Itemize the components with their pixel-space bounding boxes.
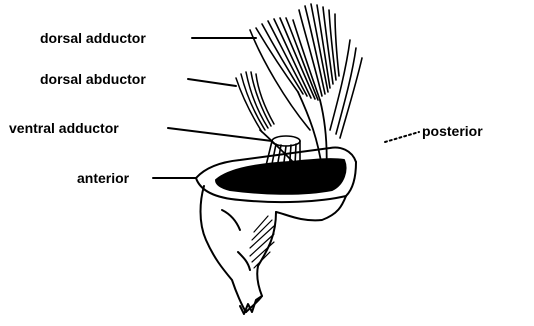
leader-dorsal-abductor <box>188 79 236 86</box>
label-dorsal-abductor: dorsal abductor <box>40 71 146 87</box>
leader-ventral-adductor <box>168 128 272 141</box>
label-anterior: anterior <box>77 170 129 186</box>
leader-lines <box>153 38 419 178</box>
leader-posterior <box>385 132 419 142</box>
label-posterior: posterior <box>422 123 483 139</box>
label-dorsal-adductor: dorsal adductor <box>40 30 146 46</box>
dorsal-abductor-muscle <box>236 72 274 132</box>
label-ventral-adductor: ventral adductor <box>9 120 119 136</box>
sclerite-body <box>196 148 356 314</box>
